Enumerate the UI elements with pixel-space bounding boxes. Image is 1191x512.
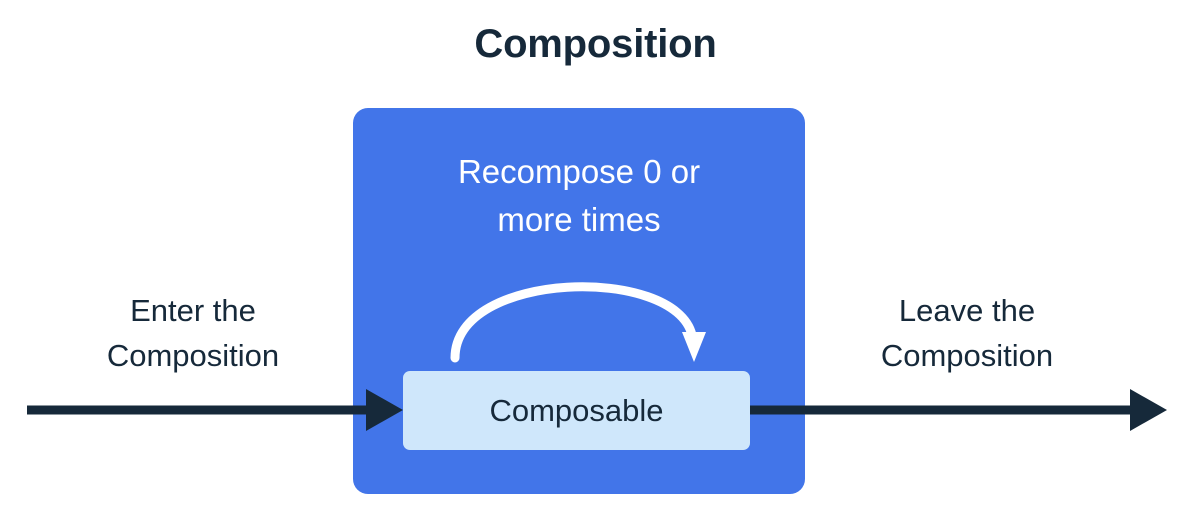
leave-arrow-icon	[750, 389, 1167, 431]
enter-arrow-icon	[27, 389, 403, 431]
enter-caption-line-2: Composition	[106, 338, 280, 373]
recompose-label-line-2: more times	[497, 201, 661, 238]
leave-caption-line-1: Leave the	[898, 293, 1036, 328]
page-title: Composition	[474, 22, 717, 66]
composable-box: Composable	[403, 371, 750, 450]
leave-composition-caption: Leave the Composition	[822, 288, 1112, 378]
recompose-label-line-1: Recompose 0 or	[457, 153, 701, 190]
curved-loop-arrow-icon	[450, 282, 706, 363]
composable-label: Composable	[489, 392, 664, 428]
recompose-label: Recompose 0 or more times	[393, 148, 765, 244]
leave-caption-line-2: Composition	[880, 338, 1054, 373]
enter-composition-caption: Enter the Composition	[48, 288, 338, 378]
enter-caption-line-1: Enter the	[130, 293, 256, 328]
